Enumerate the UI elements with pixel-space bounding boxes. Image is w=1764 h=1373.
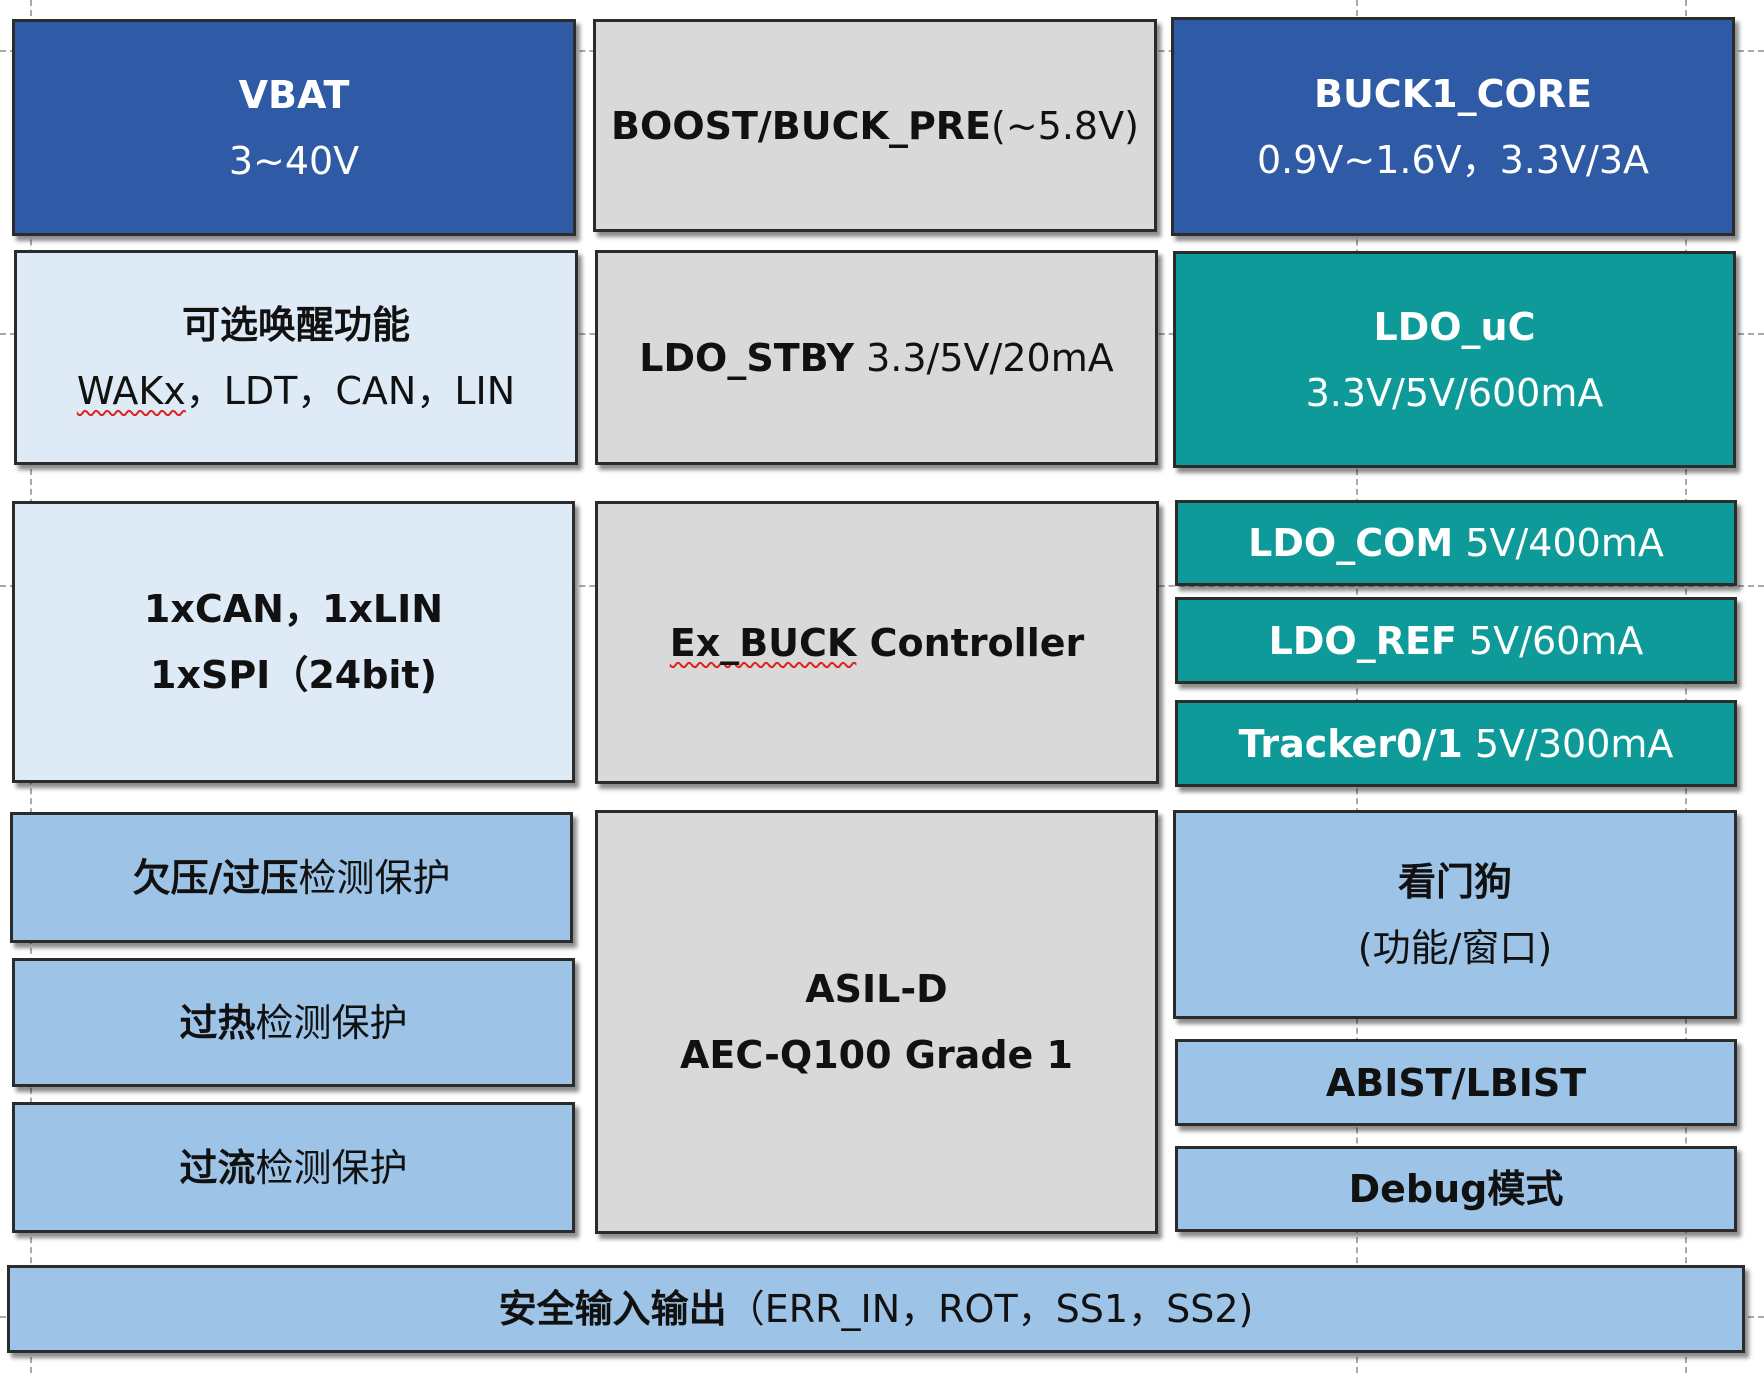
vbat-title: VBAT <box>238 72 350 117</box>
boost-buck-pre-block: BOOST/BUCK_PRE(~5.8V) <box>593 19 1157 232</box>
ldo-ref-block: LDO_REF 5V/60mA <box>1175 597 1737 684</box>
uv-ov-protection-block: 欠压/过压检测保护 <box>10 812 573 943</box>
ldo-com-block: LDO_COM 5V/400mA <box>1175 500 1737 586</box>
ex-buck-label: Ex_BUCK <box>669 620 857 665</box>
buck1-core-block: BUCK1_CORE 0.9V~1.6V，3.3V/3A <box>1171 17 1735 236</box>
ldo-com-title: LDO_COM <box>1248 521 1454 565</box>
watchdog-value: (功能/窗口) <box>1357 925 1553 970</box>
ldo-com-value: 5V/400mA <box>1453 521 1664 565</box>
ldo-stby-line: LDO_STBY 3.3/5V/20mA <box>639 335 1113 381</box>
watchdog-title: 看门狗 <box>1397 859 1512 904</box>
tracker-line: Tracker0/1 5V/300mA <box>1239 721 1674 767</box>
ldo-stby-value: 3.3/5V/20mA <box>854 335 1114 380</box>
thermal-suffix: 检测保护 <box>255 1000 408 1045</box>
tracker-block: Tracker0/1 5V/300mA <box>1175 700 1737 787</box>
vbat-value: 3~40V <box>228 138 360 183</box>
ex-buck-controller-block: Ex_BUCK Controller <box>595 501 1159 784</box>
thermal-protection-block: 过热检测保护 <box>12 958 575 1087</box>
ldo-ref-value: 5V/60mA <box>1456 618 1644 663</box>
uv-ov-suffix: 检测保护 <box>298 855 451 900</box>
ldo-uc-block: LDO_uC 3.3V/5V/600mA <box>1173 251 1736 468</box>
abist-lbist-block: ABIST/LBIST <box>1175 1039 1737 1126</box>
thermal-line: 过热检测保护 <box>179 1000 407 1046</box>
safety-io-title: 安全输入输出 <box>498 1287 727 1331</box>
uv-ov-line: 欠压/过压检测保护 <box>133 855 451 901</box>
asil-line-1: ASIL-D <box>805 967 948 1011</box>
wakeup-rest: ，LDT，CAN，LIN <box>185 368 516 413</box>
overcurrent-suffix: 检测保护 <box>255 1145 408 1190</box>
vbat-block: VBAT 3~40V <box>12 19 576 236</box>
debug-mode-title: Debug模式 <box>1348 1167 1564 1211</box>
ldo-stby-title: LDO_STBY <box>639 335 855 380</box>
wakeup-value: WAKx，LDT，CAN，LIN <box>77 368 515 414</box>
buck1-core-value: 0.9V~1.6V，3.3V/3A <box>1256 137 1650 182</box>
uv-ov-title: 欠压/过压 <box>132 855 299 900</box>
wakeup-wakx: WAKx <box>76 368 186 413</box>
buck1-core-title: BUCK1_CORE <box>1313 71 1592 116</box>
safety-io-value: （ERR_IN，ROT，SS1，SS2) <box>726 1287 1254 1331</box>
asil-block: ASIL-D AEC-Q100 Grade 1 <box>595 810 1158 1234</box>
debug-mode-block: Debug模式 <box>1175 1146 1737 1232</box>
wakeup-title: 可选唤醒功能 <box>181 302 410 347</box>
overcurrent-protection-block: 过流检测保护 <box>12 1102 575 1233</box>
ldo-ref-title: LDO_REF <box>1268 618 1457 663</box>
overcurrent-line: 过流检测保护 <box>179 1145 407 1191</box>
watchdog-block: 看门狗 (功能/窗口) <box>1173 810 1737 1019</box>
comm-line-2: 1xSPI（24bit) <box>150 653 437 697</box>
ldo-uc-title: LDO_uC <box>1373 304 1536 349</box>
tracker-value: 5V/300mA <box>1462 721 1674 766</box>
ldo-stby-block: LDO_STBY 3.3/5V/20mA <box>595 250 1158 465</box>
thermal-title: 过热 <box>179 1000 256 1045</box>
controller-label: Controller <box>856 620 1085 665</box>
wakeup-block: 可选唤醒功能 WAKx，LDT，CAN，LIN <box>14 250 578 465</box>
asil-line-2: AEC-Q100 Grade 1 <box>680 1033 1073 1077</box>
boost-buck-pre-value: (~5.8V) <box>991 103 1139 148</box>
comm-interface-block: 1xCAN，1xLIN 1xSPI（24bit) <box>12 501 575 783</box>
ldo-com-line: LDO_COM 5V/400mA <box>1248 520 1664 566</box>
tracker-title: Tracker0/1 <box>1238 721 1463 766</box>
ldo-uc-value: 3.3V/5V/600mA <box>1305 370 1604 415</box>
overcurrent-title: 过流 <box>179 1145 256 1190</box>
abist-lbist-title: ABIST/LBIST <box>1325 1060 1587 1105</box>
ex-buck-controller-label: Ex_BUCK Controller <box>670 620 1084 666</box>
boost-buck-pre-title: BOOST/BUCK_PRE <box>611 103 992 148</box>
ldo-ref-line: LDO_REF 5V/60mA <box>1269 618 1644 664</box>
safety-io-block: 安全输入输出（ERR_IN，ROT，SS1，SS2) <box>7 1265 1745 1353</box>
comm-line-1: 1xCAN，1xLIN <box>143 587 444 631</box>
boost-buck-pre-line: BOOST/BUCK_PRE(~5.8V) <box>611 103 1139 149</box>
safety-io-line: 安全输入输出（ERR_IN，ROT，SS1，SS2) <box>499 1286 1254 1332</box>
